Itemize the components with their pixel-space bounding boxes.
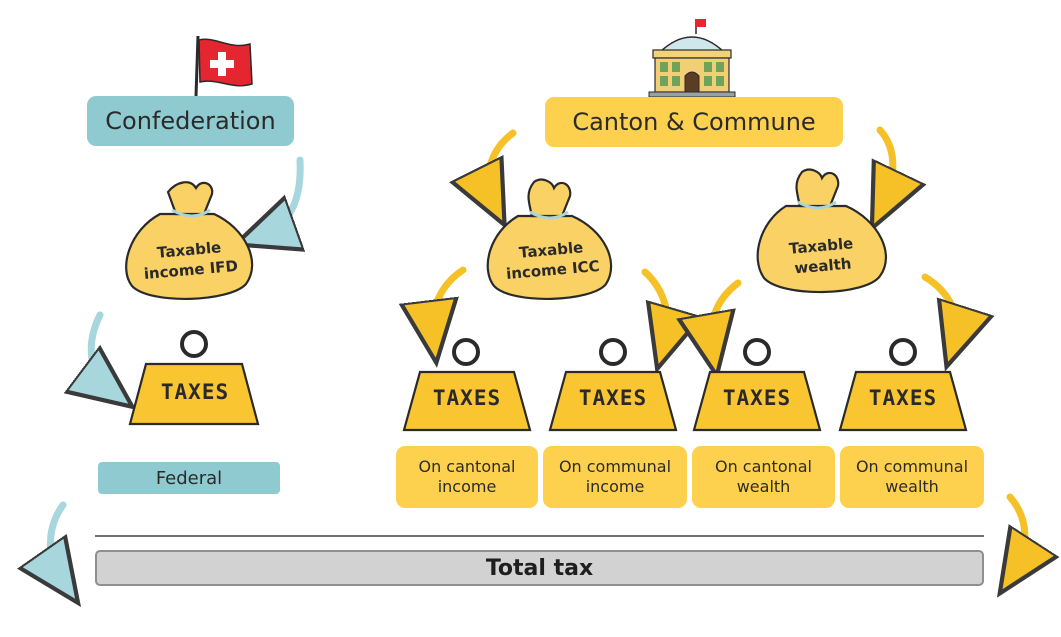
weight-label-cantonal-wealth: TAXES: [722, 386, 792, 410]
confederation-label: Confederation: [105, 107, 276, 135]
cantonal-income-box: On cantonal income: [396, 446, 538, 508]
communal-wealth-label: On communal wealth: [855, 457, 969, 496]
canton-commune-box: Canton & Commune: [545, 97, 843, 147]
money-bag-icon: [125, 168, 888, 300]
canton-commune-label: Canton & Commune: [572, 108, 816, 136]
weight-label-cantonal-income: TAXES: [432, 386, 502, 410]
weight-label-communal-income: TAXES: [578, 386, 648, 410]
curved-arrow-icon: [432, 126, 1024, 570]
communal-wealth-box: On communal wealth: [840, 446, 984, 508]
federal-label: Federal: [155, 467, 223, 489]
weight-icon: [128, 330, 968, 432]
cantonal-wealth-box: On cantonal wealth: [692, 446, 835, 508]
cantonal-income-label: On cantonal income: [418, 457, 516, 496]
confederation-box: Confederation: [87, 96, 294, 146]
bag-label-wealth: Taxable wealth: [788, 234, 854, 278]
weight-label-communal-wealth: TAXES: [868, 386, 938, 410]
communal-income-box: On communal income: [543, 446, 687, 508]
divider-line: [95, 535, 984, 537]
curved-arrow-icon: [50, 156, 300, 580]
communal-income-label: On communal income: [558, 457, 672, 496]
parliament-building-icon: [648, 19, 736, 98]
cantonal-wealth-label: On cantonal wealth: [714, 457, 812, 496]
total-tax-label: Total tax: [485, 555, 594, 581]
weight-label-federal: TAXES: [160, 380, 230, 404]
total-tax-box: Total tax: [95, 550, 984, 586]
swiss-flag-icon: [194, 35, 253, 97]
federal-box: Federal: [98, 462, 280, 494]
